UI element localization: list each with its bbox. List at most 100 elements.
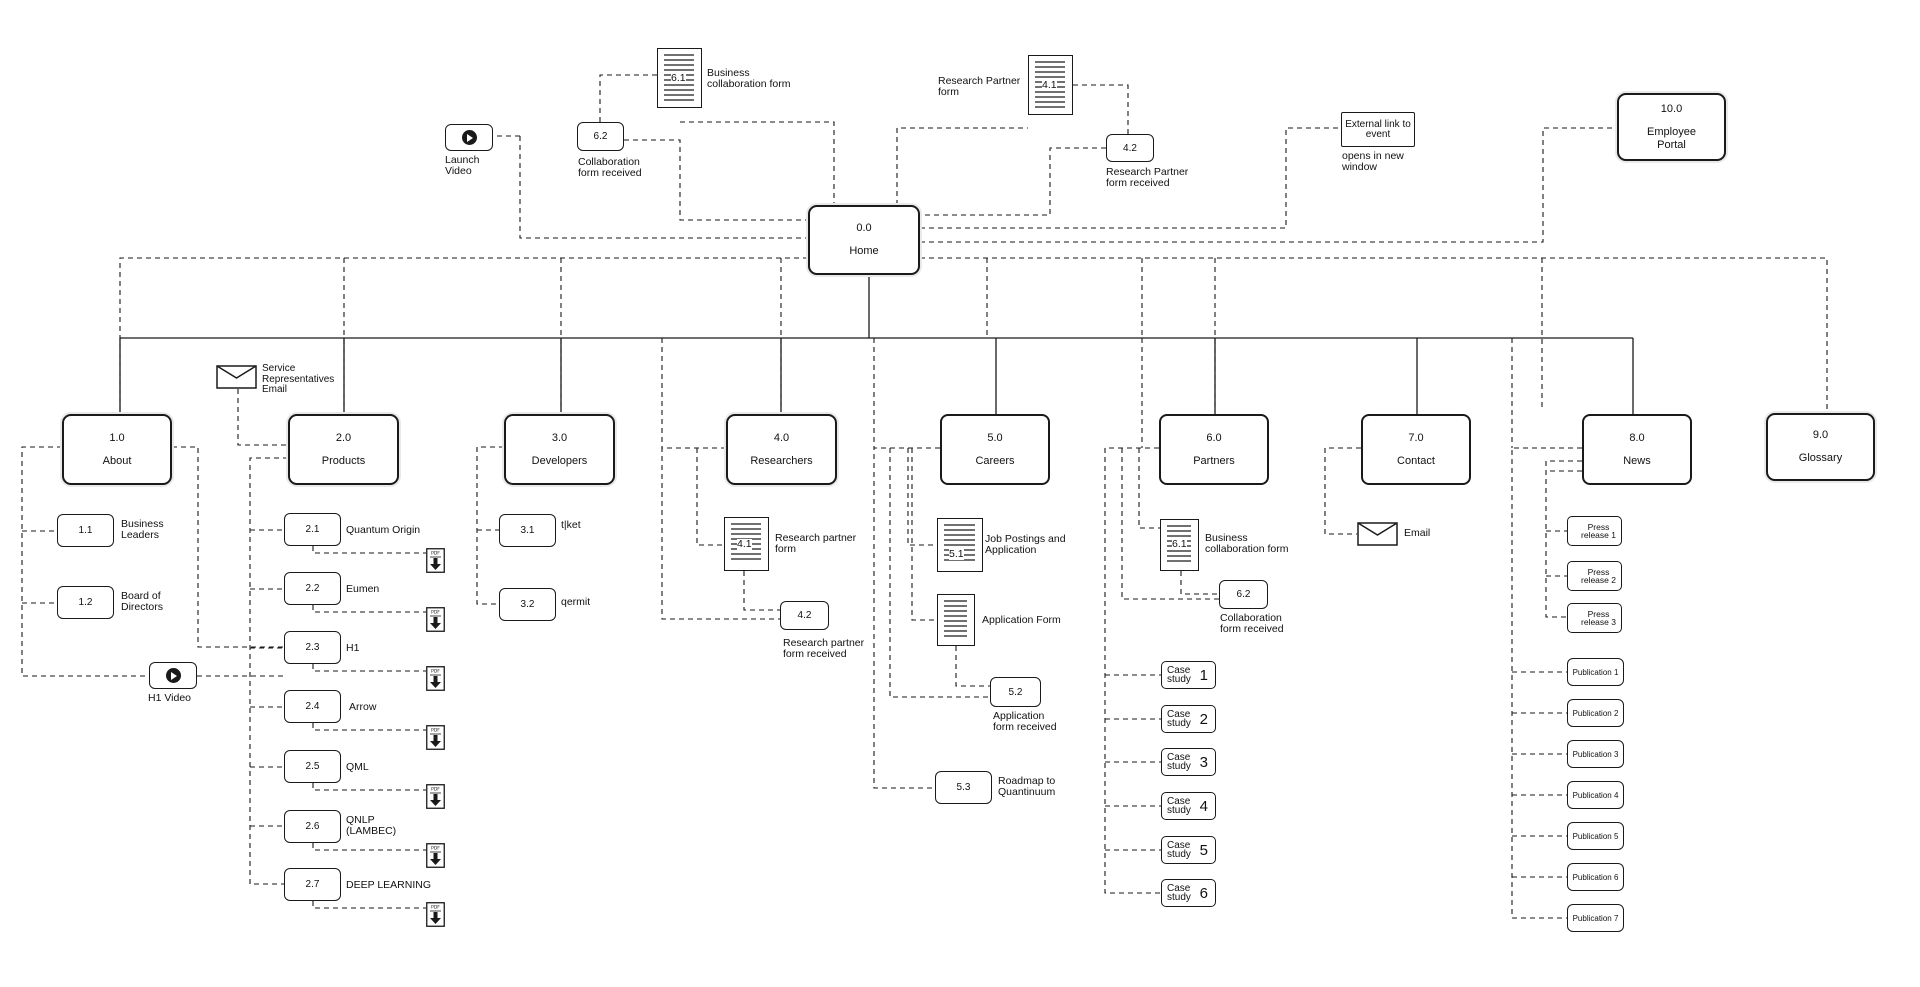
envelope-icon[interactable] bbox=[1357, 522, 1398, 546]
publication-node[interactable]: Publication 4 bbox=[1567, 781, 1624, 809]
dashed-connector bbox=[1138, 448, 1160, 529]
product-node[interactable]: 2.1 bbox=[284, 513, 341, 546]
launch-video-button[interactable] bbox=[445, 124, 493, 151]
product-label: DEEP LEARNING bbox=[346, 879, 431, 891]
press-release-label: Press release 3 bbox=[1576, 610, 1621, 627]
research-form-label: Research partner form bbox=[775, 532, 857, 555]
dashed-connector bbox=[599, 74, 657, 122]
dashed-connector bbox=[696, 448, 724, 546]
publication-node[interactable]: Publication 1 bbox=[1567, 658, 1624, 686]
product-node[interactable]: 2.6 bbox=[284, 810, 341, 843]
top-research-received-node[interactable]: 4.2 bbox=[1106, 134, 1154, 162]
press-release-node[interactable]: Press release 3 bbox=[1567, 603, 1622, 633]
product-node[interactable]: 2.3 bbox=[284, 631, 341, 664]
publication-node[interactable]: Publication 6 bbox=[1567, 863, 1624, 891]
press-release-text: Press release bbox=[1581, 567, 1610, 585]
section-researchers[interactable]: 4.0 Researchers bbox=[726, 414, 837, 485]
dashed-connector bbox=[680, 121, 835, 205]
about-child-node[interactable]: 1.1 bbox=[57, 514, 114, 547]
research-form-num: 4.1 bbox=[737, 538, 752, 550]
pdf-download-icon[interactable]: PDF bbox=[426, 548, 445, 573]
document-lines-icon bbox=[664, 54, 694, 101]
pdf-download-icon[interactable]: PDF bbox=[426, 725, 445, 750]
dashed-connector bbox=[312, 723, 426, 731]
external-link-label: External link to event bbox=[1345, 118, 1411, 140]
about-child-label: Board of Directors bbox=[121, 590, 164, 613]
item-number: 1.1 bbox=[78, 525, 93, 536]
section-careers[interactable]: 5.0 Careers bbox=[940, 414, 1050, 485]
partner-form-label: Business collaboration form bbox=[1205, 532, 1289, 555]
home-number: 0.0 bbox=[856, 222, 872, 234]
press-release-label: Press release 2 bbox=[1576, 567, 1621, 585]
product-node[interactable]: 2.4 bbox=[284, 690, 341, 723]
section-title: Glossary bbox=[1798, 452, 1843, 464]
product-node[interactable]: 2.5 bbox=[284, 750, 341, 783]
section-developers[interactable]: 3.0 Developers bbox=[504, 414, 615, 485]
developer-node[interactable]: 3.2 bbox=[499, 588, 556, 621]
pdf-download-icon[interactable]: PDF bbox=[426, 843, 445, 868]
roadmap-node[interactable]: 5.3 bbox=[935, 771, 992, 804]
pdf-download-icon[interactable]: PDF bbox=[426, 666, 445, 691]
section-contact[interactable]: 7.0 Contact bbox=[1361, 414, 1471, 485]
top-research-form-num: 4.1 bbox=[1042, 79, 1057, 91]
press-release-label: Press release 1 bbox=[1576, 523, 1621, 540]
job-postings-doc-icon[interactable] bbox=[937, 518, 983, 572]
dashed-connector bbox=[312, 664, 426, 672]
dashed-connector bbox=[1511, 447, 1582, 919]
item-number: 2.5 bbox=[305, 761, 320, 772]
play-icon bbox=[165, 668, 181, 683]
case-study-number: 5 bbox=[1199, 841, 1208, 859]
partner-received-node[interactable]: 6.2 bbox=[1219, 580, 1268, 609]
pdf-download-icon[interactable]: PDF bbox=[426, 607, 445, 632]
section-number: 7.0 bbox=[1408, 431, 1424, 444]
press-release-node[interactable]: Press release 1 bbox=[1567, 516, 1622, 546]
application-form-doc-icon[interactable] bbox=[937, 594, 975, 646]
h1-video-button[interactable] bbox=[149, 662, 197, 689]
top-collab-received-node[interactable]: 6.2 bbox=[577, 122, 624, 151]
section-glossary[interactable]: 9.0 Glossary bbox=[1766, 413, 1875, 481]
developer-node[interactable]: 3.1 bbox=[499, 514, 556, 547]
pdf-download-icon[interactable]: PDF bbox=[426, 784, 445, 809]
product-node[interactable]: 2.2 bbox=[284, 572, 341, 605]
section-number: 4.0 bbox=[773, 431, 790, 444]
item-number: 2.2 bbox=[305, 583, 320, 594]
product-node[interactable]: 2.7 bbox=[284, 868, 341, 901]
dashed-connector bbox=[312, 605, 426, 613]
job-postings-num: 5.1 bbox=[949, 548, 964, 560]
section-news[interactable]: 8.0 News bbox=[1582, 414, 1692, 485]
publication-node[interactable]: Publication 3 bbox=[1567, 740, 1624, 768]
item-number: 2.7 bbox=[305, 879, 320, 890]
section-number: 1.0 bbox=[109, 431, 125, 444]
section-title: Careers bbox=[975, 454, 1015, 467]
section-title: Developers bbox=[531, 454, 588, 467]
item-number: 2.3 bbox=[305, 642, 320, 653]
dashed-connector bbox=[119, 257, 808, 410]
publication-node[interactable]: Publication 5 bbox=[1567, 822, 1624, 850]
dashed-connector bbox=[312, 843, 426, 851]
section-partners[interactable]: 6.0 Partners bbox=[1159, 414, 1269, 485]
research-received-node[interactable]: 4.2 bbox=[780, 601, 829, 630]
document-lines-icon bbox=[944, 524, 975, 561]
section-products[interactable]: 2.0 Products bbox=[288, 414, 399, 485]
home-node[interactable]: 0.0 Home bbox=[808, 205, 920, 275]
external-link-node[interactable]: External link to event bbox=[1341, 112, 1415, 147]
pdf-download-icon[interactable]: PDF bbox=[426, 902, 445, 927]
employee-portal-node[interactable]: 10.0 Employee Portal bbox=[1617, 93, 1726, 161]
svg-text:PDF: PDF bbox=[431, 610, 440, 616]
section-about[interactable]: 1.0 About bbox=[62, 414, 172, 485]
case-study-number: 1 bbox=[1199, 666, 1208, 684]
application-received-node[interactable]: 5.2 bbox=[990, 677, 1041, 707]
item-number: 1.2 bbox=[78, 597, 93, 608]
case-study-number: 2 bbox=[1199, 710, 1208, 728]
press-release-node[interactable]: Press release 2 bbox=[1567, 561, 1622, 591]
about-child-node[interactable]: 1.2 bbox=[57, 586, 114, 619]
publication-node[interactable]: Publication 2 bbox=[1567, 699, 1624, 727]
publication-node[interactable]: Publication 7 bbox=[1567, 904, 1624, 932]
